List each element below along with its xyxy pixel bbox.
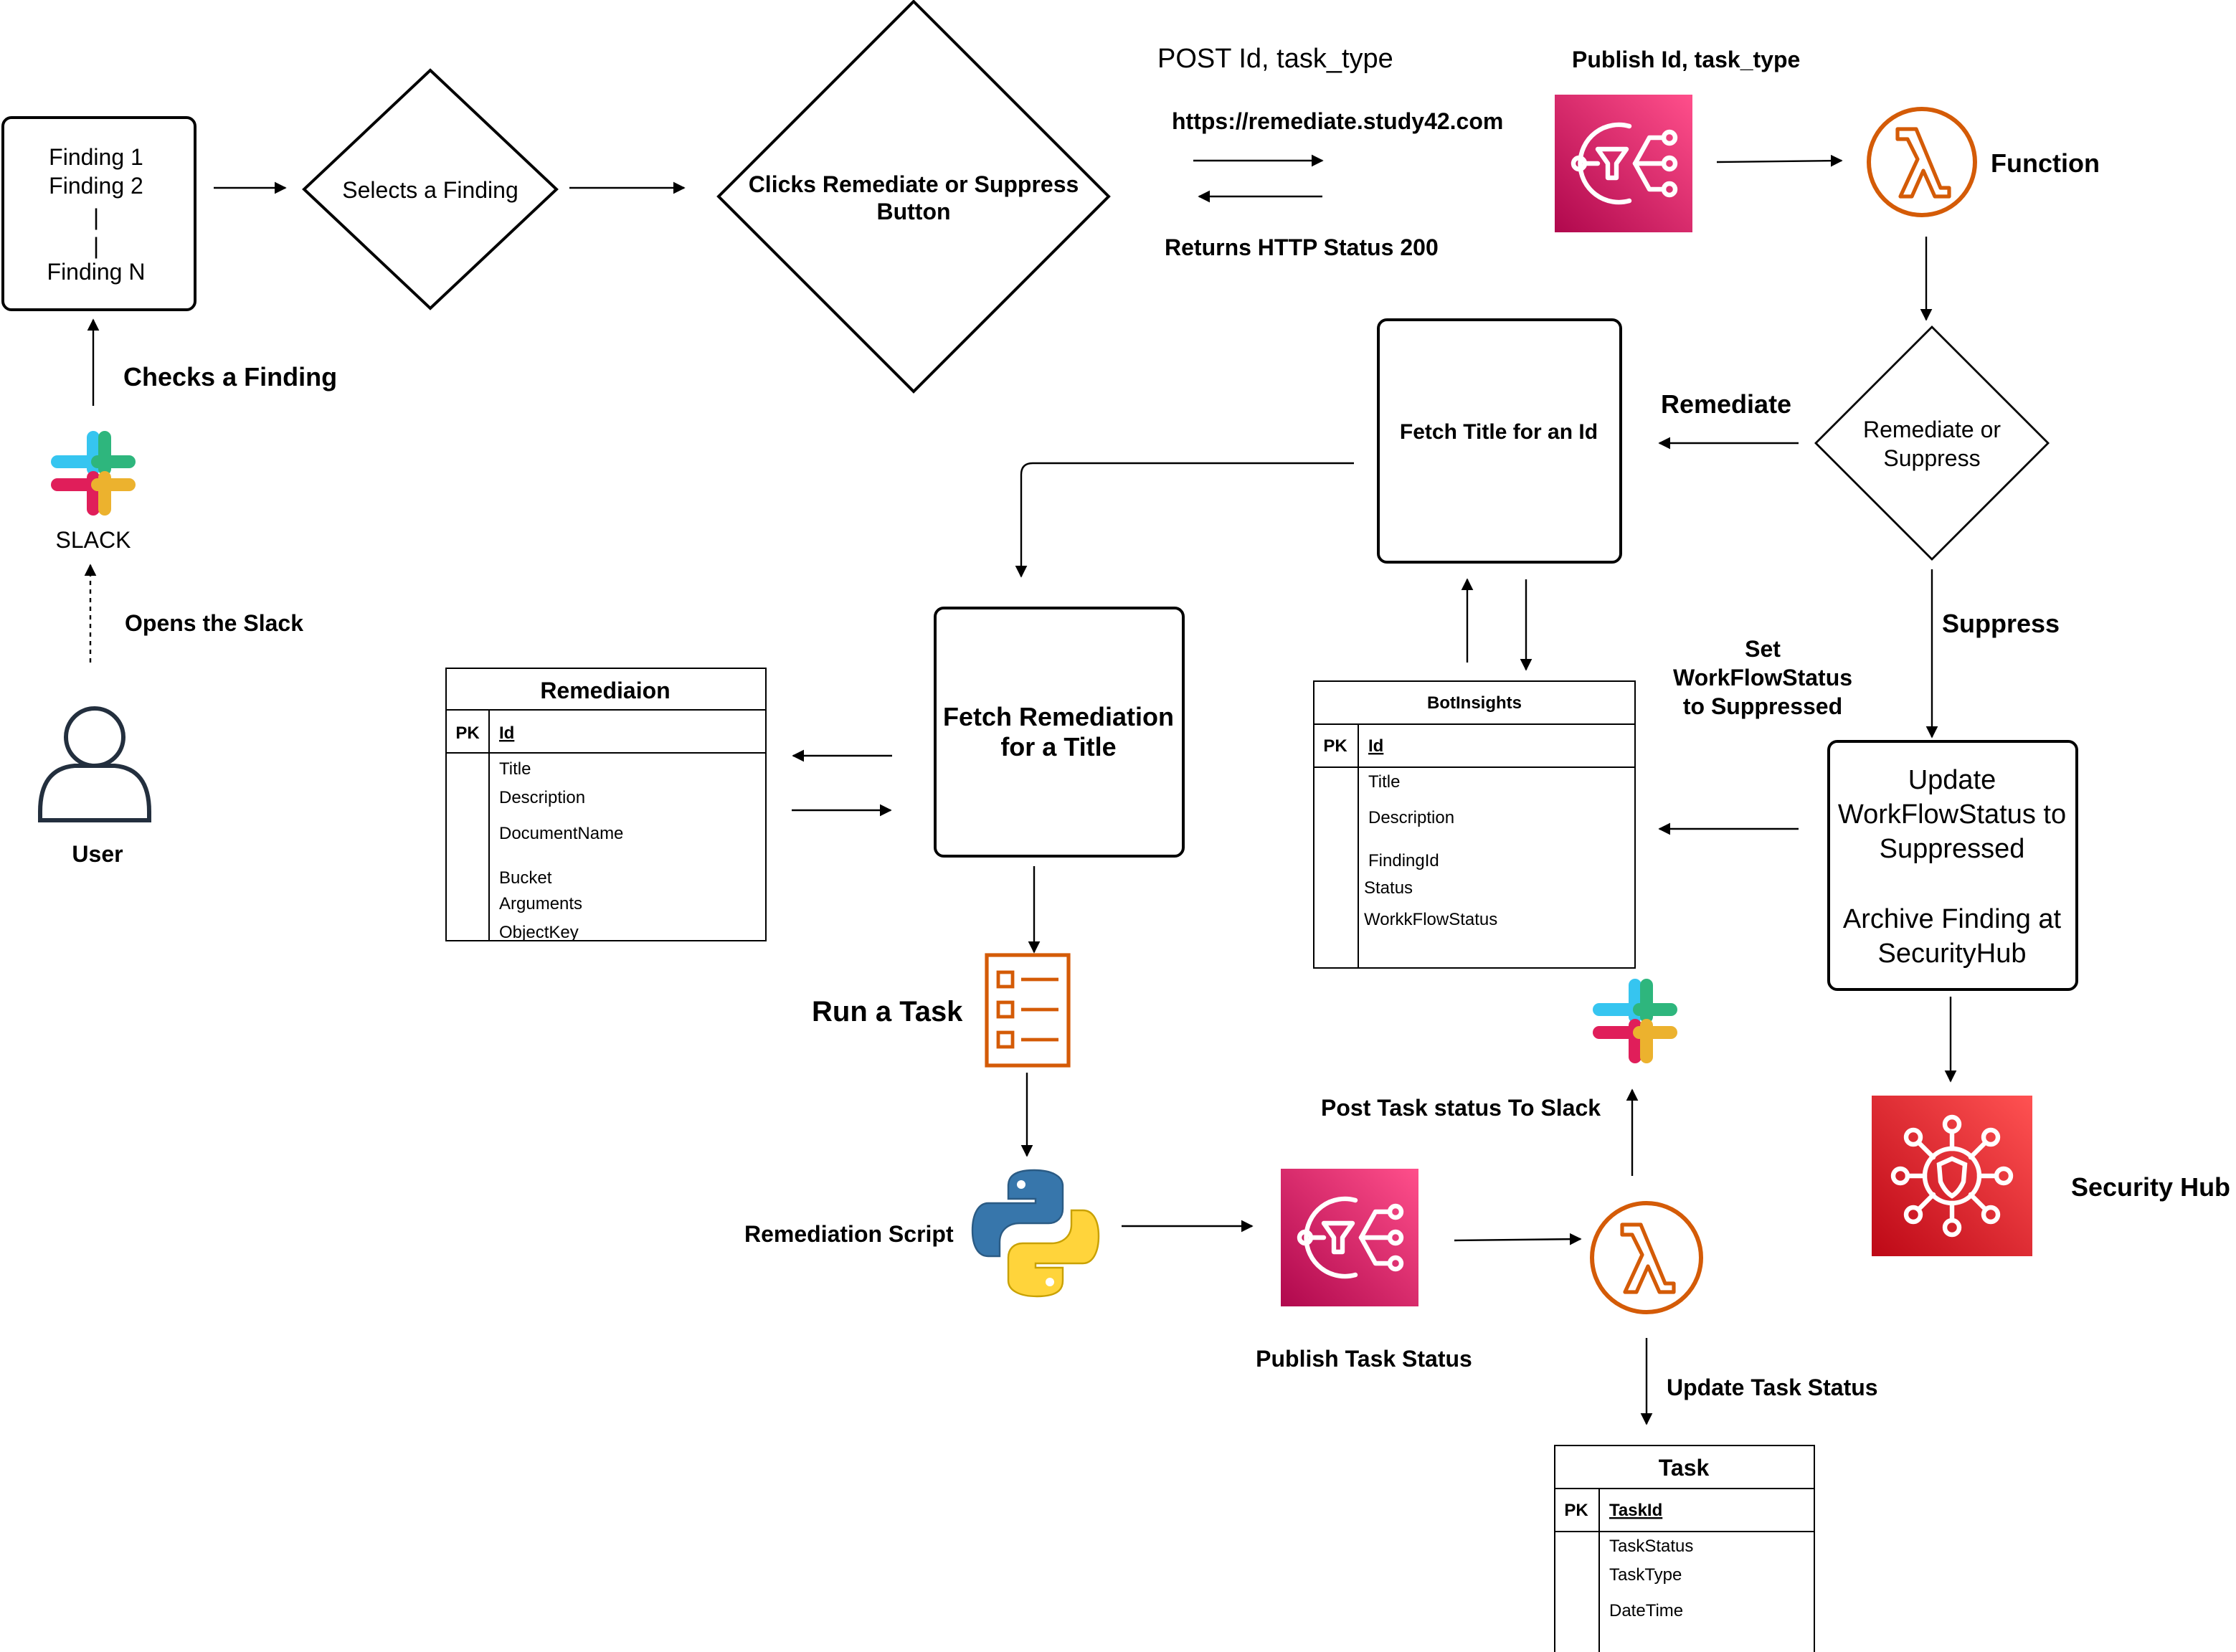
user-label: User [72, 841, 123, 867]
task-pk: PK [1564, 1501, 1588, 1520]
remediation-key: Id [499, 723, 514, 743]
function-label: Function [1991, 148, 2100, 178]
fetch-remediation-box: Fetch Remediation for a Title [934, 607, 1185, 858]
publish-label: Publish Id, task_type [1572, 47, 1800, 72]
decision-label-1: Remediate or [1863, 417, 2001, 442]
publish-task-status-label: Publish Task Status [1256, 1346, 1472, 1372]
clicks-remediate-label-2: Button [876, 199, 950, 224]
update-line-4: Archive Finding at [1843, 904, 2062, 934]
remediation-field: Title [499, 759, 531, 779]
security-hub-label: Security Hub [2071, 1172, 2230, 1202]
task-field: TaskStatus [1609, 1537, 1693, 1556]
task-table: Task PK TaskId TaskStatus TaskType DateT… [1554, 1445, 1815, 1652]
set-label-2: WorkFlowStatus [1673, 665, 1852, 690]
arrow-fetch-title-to-fetch-remediation [1015, 462, 1354, 578]
python-logo [971, 1169, 1100, 1298]
fetch-remediation-label-1: Fetch Remediation [943, 702, 1174, 731]
update-line-5: SecurityHub [1878, 939, 2027, 969]
slack-logo [1593, 979, 1677, 1063]
botinsights-pk: PK [1323, 736, 1347, 756]
remediation-field: ObjectKey [499, 923, 579, 942]
post-label: POST Id, task_type [1157, 44, 1393, 74]
set-label-1: Set [1745, 636, 1781, 662]
checklist-icon [985, 953, 1071, 1068]
findings-ellipsis-1: | [93, 204, 99, 230]
selects-finding-diamond: Selects a Finding [302, 68, 559, 310]
botinsights-key: Id [1368, 736, 1383, 756]
remediation-field: Description [499, 788, 585, 807]
remediation-field: DocumentName [499, 824, 623, 843]
remediation-table-title: Remediaion [540, 678, 670, 703]
update-line-3: Suppressed [1880, 834, 2025, 864]
botinsights-field: WorkkFlowStatus [1364, 910, 1497, 929]
update-line-2: WorkFlowStatus to [1838, 799, 2066, 830]
clicks-remediate-diamond: Clicks Remediate or Suppress Button [716, 0, 1111, 394]
user-icon [38, 706, 151, 822]
fetch-title-label: Fetch Title for an Id [1400, 420, 1598, 444]
run-task-label: Run a Task [812, 996, 963, 1027]
remediation-script-label: Remediation Script [744, 1221, 954, 1247]
arrow-sns-to-lambda-bottom [1454, 1233, 1582, 1245]
url-label: https://remediate.study42.com [1172, 108, 1503, 134]
botinsights-table: BotInsights PK Id Title Description Find… [1313, 680, 1636, 969]
update-line-1: Update [1908, 765, 1996, 795]
decision-label-2: Suppress [1883, 445, 1980, 471]
security-hub-icon [1872, 1096, 2032, 1256]
task-field: DateTime [1609, 1601, 1683, 1620]
update-task-status-label: Update Task Status [1667, 1375, 1878, 1400]
checks-label: Checks a Finding [123, 362, 337, 391]
fetch-title-box: Fetch Title for an Id [1377, 318, 1622, 564]
remediation-field: Arguments [499, 894, 582, 913]
sns-icon [1555, 95, 1692, 232]
findings-ellipsis-2: | [93, 233, 99, 259]
remediate-label: Remediate [1661, 389, 1791, 419]
opens-label: Opens the Slack [125, 610, 303, 636]
finding-2: Finding 2 [49, 173, 143, 199]
finding-1: Finding 1 [49, 144, 143, 170]
selects-finding-label: Selects a Finding [342, 177, 518, 203]
task-field: TaskType [1609, 1565, 1682, 1585]
botinsights-table-title: BotInsights [1427, 693, 1522, 713]
lambda-icon [1867, 107, 1977, 217]
update-workflow-box: Update WorkFlowStatus to Suppressed Arch… [1827, 740, 2078, 991]
post-task-status-label: Post Task status To Slack [1321, 1095, 1601, 1121]
remediation-table: Remediaion PK Id Title Description Docum… [445, 668, 767, 942]
remediation-pk: PK [455, 723, 480, 743]
arrow-sns-to-lambda [1716, 154, 1843, 167]
lambda-icon [1590, 1201, 1703, 1314]
findings-list: Finding 1 Finding 2 | | Finding N [1, 116, 196, 311]
fetch-remediation-label-2: for a Title [1000, 732, 1116, 761]
remediate-or-suppress-diamond: Remediate or Suppress [1814, 326, 2050, 561]
slack-label: SLACK [56, 527, 131, 553]
botinsights-field: Status [1364, 878, 1413, 898]
slack-logo [51, 431, 136, 516]
botinsights-field: FindingId [1368, 851, 1439, 870]
clicks-remediate-label-1: Clicks Remediate or Suppress [749, 171, 1079, 197]
suppress-label: Suppress [1942, 609, 2060, 638]
set-label-3: to Suppressed [1683, 693, 1842, 719]
botinsights-field: Title [1368, 772, 1400, 792]
task-key: TaskId [1609, 1501, 1662, 1520]
task-table-title: Task [1659, 1455, 1710, 1481]
returns-label: Returns HTTP Status 200 [1165, 234, 1439, 260]
sns-icon [1281, 1169, 1418, 1306]
remediation-field: Bucket [499, 868, 552, 888]
botinsights-field: Description [1368, 808, 1454, 827]
finding-n: Finding N [47, 259, 146, 285]
